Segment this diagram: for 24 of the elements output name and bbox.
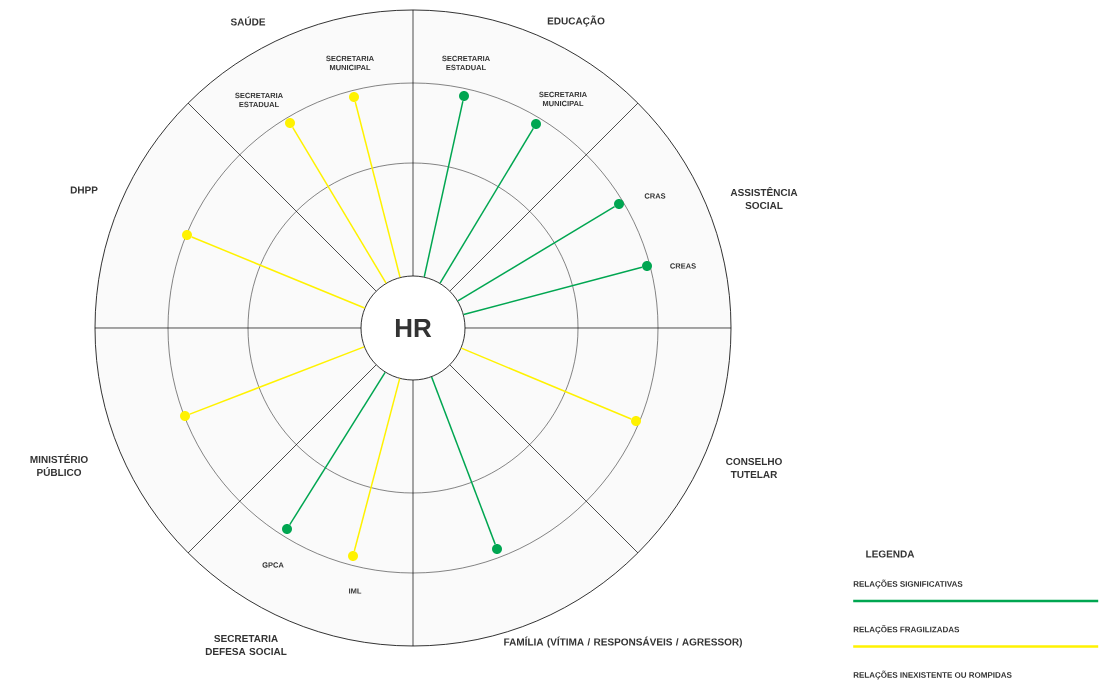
sector-label: ASSISTÊNCIA SOCIAL: [730, 186, 798, 209]
sector-label: EDUCAÇÃO: [547, 15, 605, 27]
connector-line: [462, 266, 643, 316]
sector-label: FAMÍLIA (VÍTIMA / RESPONSÁVEIS / AGRESSOR): [504, 636, 742, 648]
sector-label: SECRETARIA DEFESA SOCIAL: [205, 634, 287, 656]
connector-line: [354, 101, 401, 278]
legend-label: RELAÇÕES INEXISTENTE OU ROMPIDAS: [853, 670, 1012, 680]
connector-line: [460, 347, 632, 420]
connector-line: [189, 346, 365, 415]
connector-line: [423, 100, 464, 278]
legend-label: RELAÇÕES FRAGILIZADAS: [853, 625, 960, 634]
connector-line: [457, 205, 616, 302]
legend-label: RELAÇÕES SIGNIFICATIVAS: [853, 579, 963, 589]
legend-heading: LEGENDA: [866, 550, 915, 558]
connector-line: [430, 376, 496, 545]
sector-label: CONSELHO TUTELAR: [726, 457, 782, 479]
connector-line: [291, 126, 387, 284]
sector-label: MINISTÉRIO PÚBLICO: [30, 454, 88, 476]
connector-line: [439, 127, 535, 284]
connector-line: [191, 236, 366, 309]
connector-line: [289, 371, 386, 526]
sector-label: DHPP: [70, 186, 98, 194]
sector-label: SAÚDE: [230, 16, 266, 26]
connector-line: [353, 377, 401, 552]
